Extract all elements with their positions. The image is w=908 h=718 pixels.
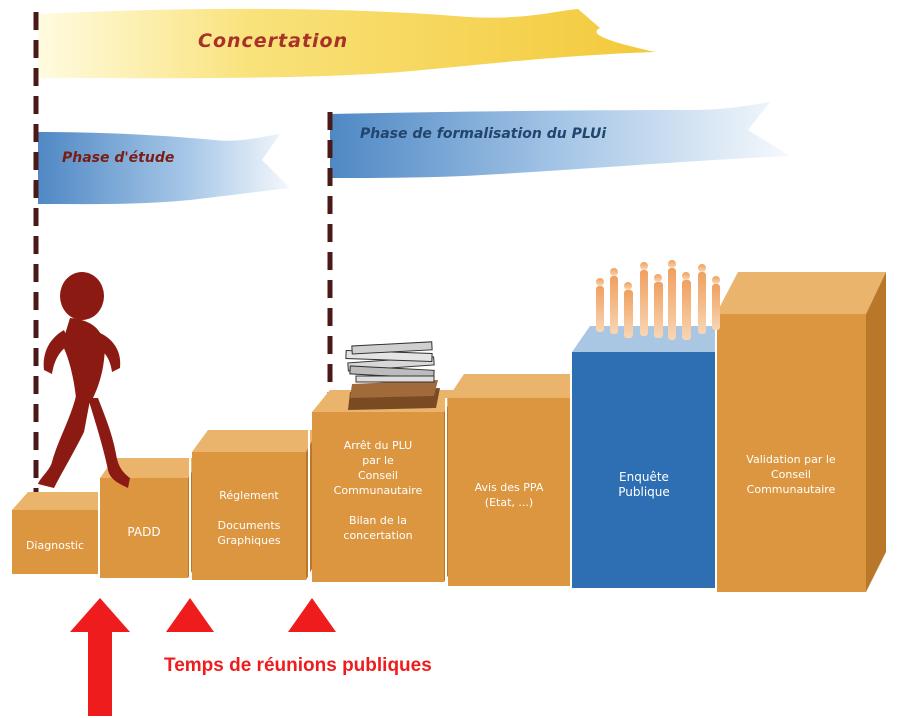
step-label-diagnostic: Diagnostic (25, 539, 85, 552)
document-stack-icon (345, 341, 440, 410)
step-block-validation (716, 272, 886, 592)
step-label-arret-plu: Arrêt du PLU par le Conseil Communautair… (333, 439, 423, 542)
step-label-padd: PADD (127, 525, 161, 539)
public-meetings-caption: Temps de réunions publiques (164, 655, 432, 676)
concertation-title: Concertation (198, 30, 349, 52)
triangle-marker-padd (166, 598, 214, 632)
phase-etude-title: Phase d'étude (62, 150, 175, 166)
step-label-validation: Validation par le Conseil Communautaire (746, 453, 836, 496)
step-block-diagnostic (12, 492, 112, 574)
step-label-reglement: Réglement Documents Graphiques (217, 489, 281, 547)
phase-etude-banner (38, 132, 290, 205)
walking-figure-icon (38, 272, 130, 488)
crowd-icon (596, 260, 720, 340)
concertation-banner (38, 8, 655, 79)
step-label-avis-ppa: Avis des PPA (Etat, ...) (474, 481, 544, 509)
triangle-marker-reglement (288, 598, 336, 632)
block-separators (98, 314, 717, 592)
phase-formalisation-title: Phase de formalisation du PLUi (360, 126, 607, 142)
step-label-enquete-publique: Enquête Publique (618, 470, 670, 499)
up-arrow-icon (70, 598, 130, 716)
phase-formalisation-banner (330, 102, 790, 178)
step-block-enquete-publique (572, 326, 734, 588)
